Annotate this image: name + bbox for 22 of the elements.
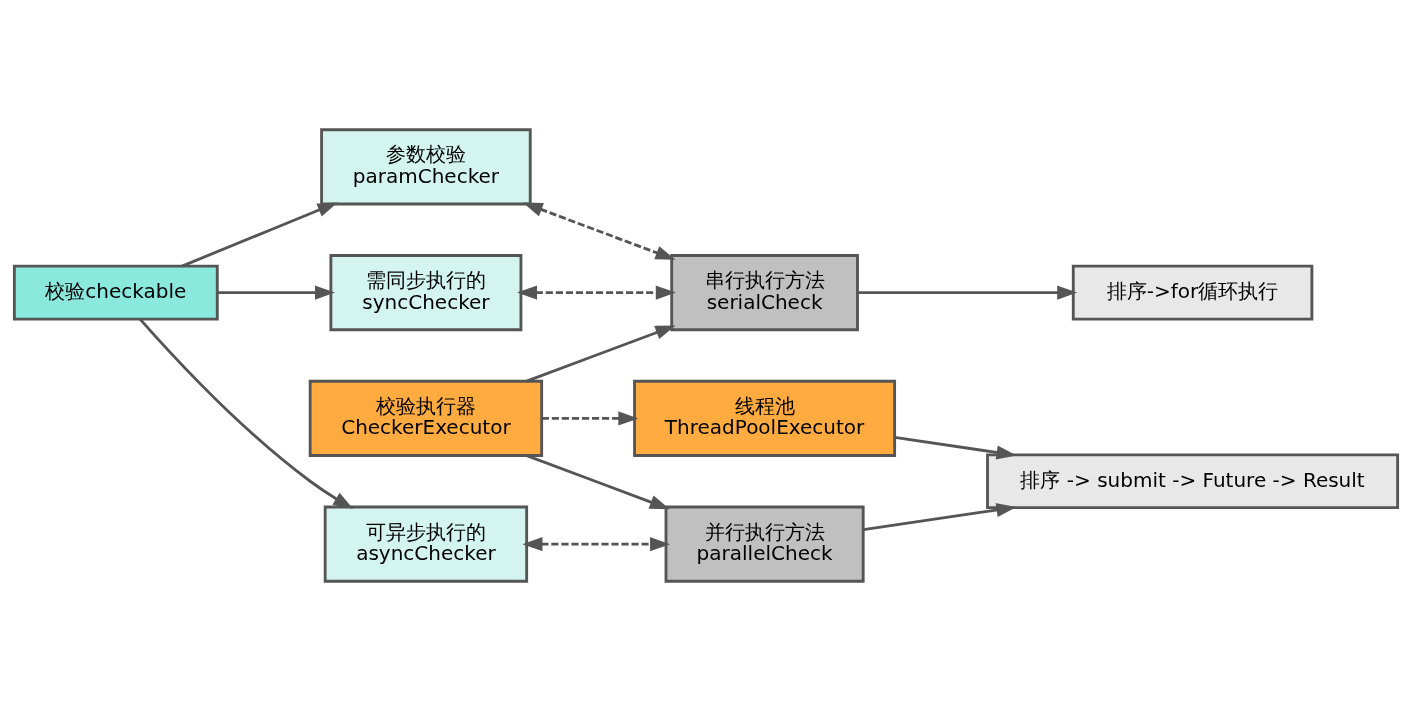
arrow	[522, 537, 671, 552]
node-box: 参数校验 paramChecker	[320, 128, 532, 206]
node-box: 可异步执行的 asyncChecker	[323, 505, 529, 583]
node-box: 串行执行方法 serialCheck	[670, 254, 859, 332]
node-box: 线程池 ThreadPoolExecutor	[633, 379, 897, 457]
node-box: 排序->for循环执行	[1071, 264, 1314, 321]
node-box: 校验checkable	[12, 264, 219, 321]
node-box: 并行执行方法 parallelCheck	[664, 505, 865, 583]
arrow	[517, 285, 676, 300]
node-box: 校验执行器 CheckerExecutor	[308, 379, 544, 457]
arrow	[139, 318, 354, 509]
arrow	[522, 202, 676, 260]
node-box: 需同步执行的 syncChecker	[329, 254, 523, 332]
arrow	[857, 285, 1078, 300]
arrow	[526, 325, 676, 383]
arrow	[894, 436, 1017, 460]
arrow	[181, 202, 338, 268]
arrow	[526, 454, 670, 510]
arrow	[863, 503, 1017, 532]
node-box: 排序 -> submit -> Future -> Result	[986, 453, 1400, 510]
arrow	[542, 411, 639, 426]
arrow	[217, 285, 336, 300]
